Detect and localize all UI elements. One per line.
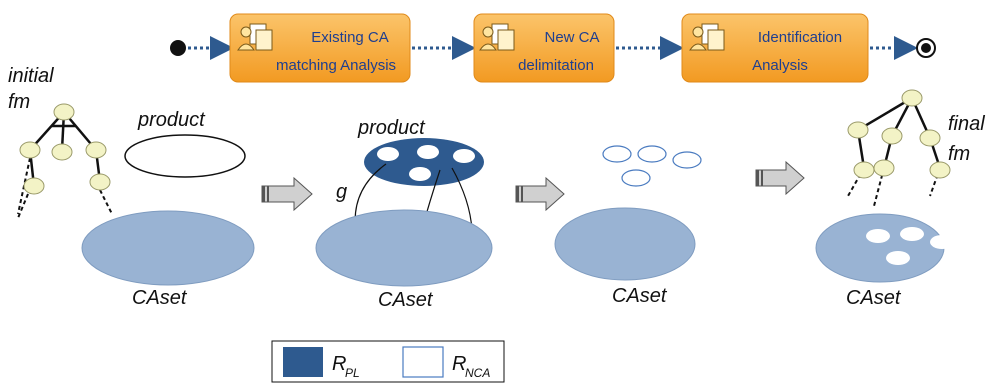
caset-ellipse — [815, 213, 945, 283]
step-new-ca-delimitation: New CA delimitation — [473, 13, 615, 83]
rnca-circles — [866, 227, 954, 265]
legend: R PL R NCA — [271, 340, 505, 383]
final-label: final — [948, 113, 985, 135]
feature-nodes — [847, 89, 951, 179]
step-label-line2: matching Analysis — [276, 57, 396, 74]
step-label-line1: New CA — [544, 29, 599, 46]
final-feature-model-tree — [847, 96, 942, 207]
caset-ellipse — [554, 207, 696, 281]
documents-user-icon — [237, 23, 273, 51]
step-existing-ca-matching: Existing CA matching Analysis — [229, 13, 411, 83]
caset-label: CAset — [846, 287, 902, 309]
caset-ellipse — [315, 209, 493, 287]
step-label-line2: delimitation — [518, 57, 594, 74]
documents-user-icon — [689, 23, 725, 51]
step-identification-analysis: Identification Analysis — [681, 13, 869, 83]
legend-rnca-sub: NCA — [465, 366, 490, 380]
product-ellipse-empty — [124, 134, 246, 178]
end-node — [916, 38, 936, 58]
block-arrow — [755, 160, 805, 196]
caset-label: CAset — [132, 287, 188, 309]
legend-rnca-swatch — [402, 346, 444, 378]
fm-label: fm — [948, 143, 970, 165]
legend-rpl-main: R — [332, 353, 346, 375]
step-label-line2: Analysis — [752, 57, 808, 74]
caset-label: CAset — [612, 285, 668, 307]
caset-label: CAset — [378, 289, 434, 311]
block-arrow — [515, 176, 565, 212]
feature-nodes — [19, 103, 111, 195]
step-label-line1: Existing CA — [311, 29, 389, 46]
documents-user-icon — [479, 23, 515, 51]
initial-label: initial — [8, 65, 54, 87]
product-label: product — [137, 109, 206, 131]
legend-rpl-sub: PL — [345, 366, 360, 380]
block-arrow — [261, 176, 313, 212]
initial-feature-model-tree — [17, 111, 113, 219]
caset-ellipse — [81, 210, 255, 286]
rnca-circles — [377, 145, 475, 181]
fm-label: fm — [8, 91, 30, 113]
legend-rpl-swatch — [283, 347, 323, 377]
legend-rnca-main: R — [452, 353, 466, 375]
g-label: g — [336, 181, 347, 203]
step-label-line1: Identification — [758, 29, 842, 46]
rnca-circles — [602, 145, 702, 187]
start-node — [170, 40, 186, 56]
product-label: product — [357, 117, 426, 139]
